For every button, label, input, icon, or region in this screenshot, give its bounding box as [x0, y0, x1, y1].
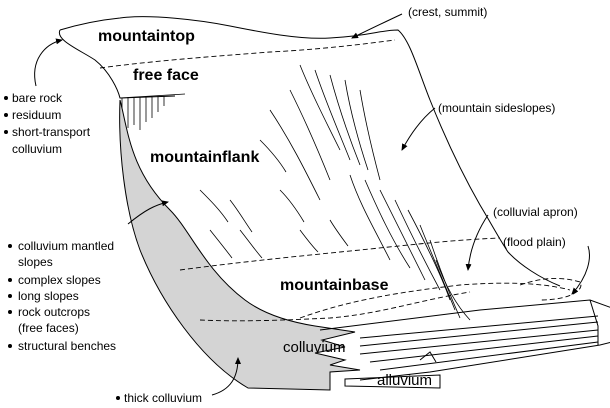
arrow-crest	[352, 14, 402, 38]
bullet	[8, 344, 12, 348]
label-mountaintop: mountaintop	[98, 28, 195, 45]
bullet	[4, 113, 8, 117]
label-free-face: free face	[133, 67, 199, 84]
list-item: bare rock	[12, 91, 63, 105]
callout-crest-summit: (crest, summit)	[408, 5, 487, 19]
list-item: long slopes	[18, 289, 79, 303]
callout-mountain-sideslopes: (mountain sideslopes)	[438, 101, 555, 115]
label-mountainflank: mountainflank	[150, 149, 259, 166]
label-mountainbase: mountainbase	[280, 277, 389, 294]
callout-colluvial-apron: (colluvial apron)	[493, 205, 578, 219]
list-item: (free faces)	[18, 321, 79, 335]
list-item: short-transport	[12, 125, 91, 139]
note-thick-colluvium: thick colluvium	[124, 391, 202, 405]
bullet	[4, 130, 8, 134]
label-alluvium: alluvium	[377, 372, 432, 389]
bullet	[8, 244, 12, 248]
bullet	[8, 294, 12, 298]
list-item: residuum	[12, 108, 61, 122]
list-item: structural benches	[18, 339, 116, 353]
arrow-colluvial-apron	[468, 215, 488, 270]
mountain-outline	[60, 17, 560, 286]
list-item: colluvium	[12, 142, 62, 156]
list-item: rock outcrops	[18, 305, 90, 319]
arrow-top-left	[35, 40, 62, 86]
bullet	[4, 96, 8, 100]
bullet	[8, 278, 12, 282]
bullet	[8, 310, 12, 314]
list-item: colluvium mantled	[18, 239, 114, 253]
middle-left-list: colluvium mantled slopes complex slopes …	[8, 239, 116, 353]
arrow-sideslopes	[402, 108, 435, 150]
bullet	[116, 396, 120, 400]
free-face-hachure	[120, 94, 185, 130]
boundary-mountainbase	[180, 238, 500, 270]
top-left-list: bare rock residuum short-transport collu…	[4, 91, 91, 156]
label-colluvium: colluvium	[283, 339, 346, 356]
list-item: slopes	[18, 255, 53, 269]
callout-flood-plain: (flood plain)	[503, 235, 566, 249]
list-item: complex slopes	[18, 273, 101, 287]
alluvium-block	[320, 300, 610, 388]
